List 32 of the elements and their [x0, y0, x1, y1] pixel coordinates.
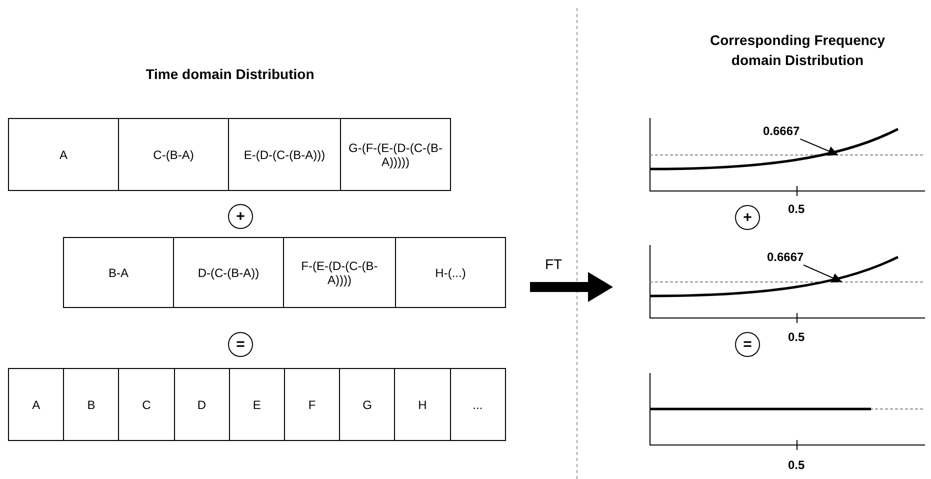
- sequence-cell: B: [63, 368, 120, 441]
- sequence-cell: A: [8, 368, 64, 441]
- sequence-cell: H: [394, 368, 451, 441]
- transform-label: FT: [545, 256, 562, 272]
- leader-line: [800, 138, 838, 156]
- operator-circle: =: [735, 332, 760, 357]
- response-curve: [650, 128, 899, 170]
- sequence-cell: C-(B-A): [118, 118, 229, 191]
- tick-label: 0.5: [788, 202, 805, 216]
- operator-circle: +: [735, 205, 760, 230]
- sequence-cell: B-A: [63, 237, 174, 308]
- sequence-cell: C: [118, 368, 175, 441]
- tick-label: 0.5: [788, 458, 805, 472]
- leader-line: [802, 264, 842, 283]
- value-label: 0.6667: [767, 250, 804, 264]
- tick-label: 0.5: [788, 330, 805, 344]
- sequence-cell: ...: [450, 368, 506, 441]
- heading: Time domain Distribution: [144, 65, 316, 84]
- sequence-cell: A: [8, 118, 119, 191]
- sequence-cell: F-(E-(D-(C-(B-A)))): [283, 237, 396, 308]
- operator-circle: =: [228, 332, 253, 357]
- sequence-cell: G-(F-(E-(D-(C-(B-A))))): [340, 118, 451, 191]
- operator-circle: +: [228, 204, 253, 229]
- sequence-cell: F: [284, 368, 340, 441]
- sequence-cell: E: [228, 368, 285, 441]
- sequence-cell: G: [339, 368, 396, 441]
- sequence-cell: H-(...): [395, 237, 506, 308]
- sequence-cell: E-(D-(C-(B-A))): [228, 118, 341, 191]
- sequence-cell: D: [174, 368, 230, 441]
- value-label: 0.6667: [763, 124, 800, 138]
- heading: Corresponding Frequency domain Distribution: [708, 31, 886, 70]
- sequence-cell: D-(C-(B-A)): [173, 237, 284, 308]
